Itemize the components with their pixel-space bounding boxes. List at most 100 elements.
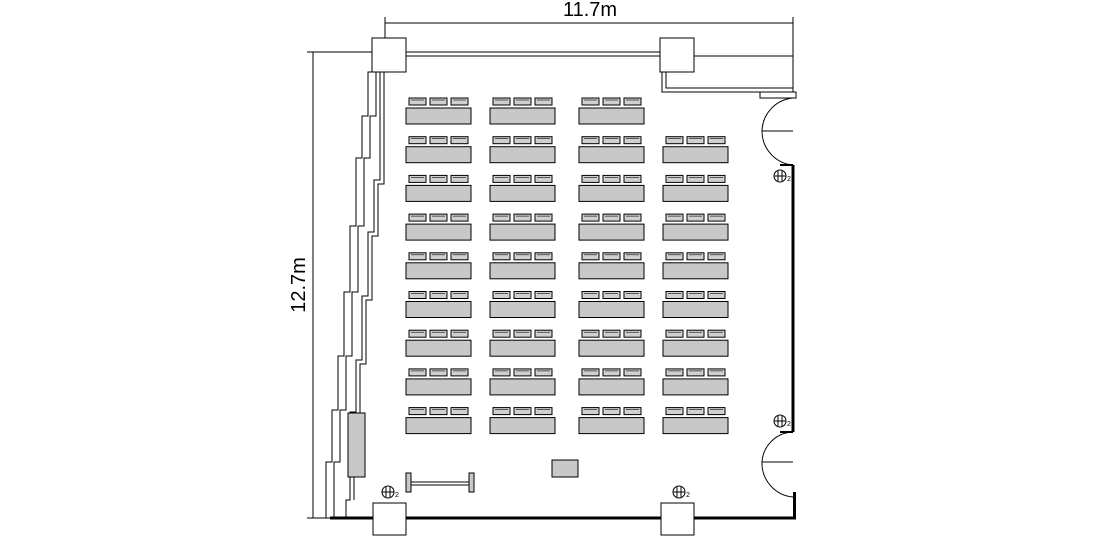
chair bbox=[665, 329, 684, 338]
table-unit bbox=[405, 368, 472, 396]
chair bbox=[450, 174, 469, 183]
chair bbox=[581, 329, 600, 338]
chair bbox=[492, 252, 511, 261]
table-unit bbox=[578, 368, 645, 396]
table-unit bbox=[662, 213, 729, 241]
chair bbox=[665, 136, 684, 145]
outlet-label: 2 bbox=[787, 421, 791, 428]
chair bbox=[513, 174, 532, 183]
chair bbox=[686, 213, 705, 222]
chair bbox=[429, 136, 448, 145]
chair bbox=[581, 252, 600, 261]
chair bbox=[581, 291, 600, 299]
chair bbox=[429, 97, 448, 106]
table-unit bbox=[662, 368, 729, 396]
table bbox=[405, 262, 472, 280]
chair bbox=[602, 174, 621, 183]
chair bbox=[450, 291, 469, 299]
chair bbox=[581, 136, 600, 145]
chair bbox=[450, 97, 469, 106]
table bbox=[489, 107, 556, 125]
table bbox=[489, 262, 556, 280]
table bbox=[405, 223, 472, 241]
table bbox=[489, 417, 556, 435]
chair bbox=[450, 252, 469, 261]
chair bbox=[623, 252, 642, 261]
table bbox=[578, 417, 645, 435]
chair bbox=[534, 136, 553, 145]
chair bbox=[408, 407, 427, 416]
table bbox=[662, 223, 729, 241]
table bbox=[662, 301, 729, 318]
chair bbox=[665, 174, 684, 183]
chair bbox=[492, 407, 511, 416]
table bbox=[578, 223, 645, 241]
chair bbox=[408, 291, 427, 299]
chair bbox=[513, 368, 532, 377]
outlet-label: 2 bbox=[787, 176, 791, 183]
table bbox=[405, 184, 472, 202]
chair bbox=[623, 136, 642, 145]
outlet-icon: 2 bbox=[381, 485, 399, 499]
table-unit bbox=[405, 97, 472, 125]
table-unit bbox=[578, 97, 645, 125]
table bbox=[578, 262, 645, 280]
table-unit bbox=[405, 136, 472, 164]
outlet-label: 2 bbox=[686, 492, 690, 499]
chair bbox=[492, 97, 511, 106]
table bbox=[405, 417, 472, 435]
chair bbox=[602, 97, 621, 106]
outlet-icon: 2 bbox=[672, 485, 690, 499]
chair bbox=[513, 136, 532, 145]
door-lower[interactable] bbox=[761, 431, 794, 498]
chair bbox=[492, 329, 511, 338]
chair bbox=[707, 291, 726, 299]
chair bbox=[513, 252, 532, 261]
table bbox=[489, 301, 556, 318]
chair bbox=[665, 252, 684, 261]
table-unit bbox=[405, 213, 472, 241]
table bbox=[405, 378, 472, 396]
chair bbox=[707, 329, 726, 338]
table bbox=[578, 184, 645, 202]
whiteboard-stand bbox=[405, 472, 475, 493]
chair bbox=[513, 97, 532, 106]
chair bbox=[686, 174, 705, 183]
chair bbox=[623, 97, 642, 106]
table bbox=[489, 184, 556, 202]
table-unit bbox=[578, 329, 645, 357]
table bbox=[662, 339, 729, 357]
chair bbox=[707, 174, 726, 183]
door-upper[interactable] bbox=[761, 97, 794, 166]
chair bbox=[623, 407, 642, 416]
table-unit bbox=[405, 407, 472, 435]
table-unit bbox=[489, 97, 556, 125]
table-unit bbox=[662, 174, 729, 202]
chair bbox=[492, 291, 511, 299]
chair bbox=[581, 97, 600, 106]
chair bbox=[534, 368, 553, 377]
table bbox=[405, 146, 472, 164]
outlet-icon: 2 bbox=[773, 414, 791, 428]
chair bbox=[408, 174, 427, 183]
chair bbox=[686, 252, 705, 261]
chair bbox=[686, 407, 705, 416]
chair bbox=[623, 329, 642, 338]
chair bbox=[623, 174, 642, 183]
table-unit bbox=[578, 174, 645, 202]
chair bbox=[686, 136, 705, 145]
chair bbox=[623, 291, 642, 299]
table bbox=[662, 262, 729, 280]
height-label: 12.7m bbox=[288, 257, 310, 313]
chair bbox=[686, 291, 705, 299]
table-unit bbox=[578, 213, 645, 241]
chair bbox=[450, 329, 469, 338]
table bbox=[578, 107, 645, 125]
chair bbox=[707, 136, 726, 145]
chair bbox=[707, 252, 726, 261]
chair bbox=[602, 368, 621, 377]
table-unit bbox=[489, 136, 556, 164]
table-unit bbox=[662, 329, 729, 357]
chair bbox=[450, 368, 469, 377]
